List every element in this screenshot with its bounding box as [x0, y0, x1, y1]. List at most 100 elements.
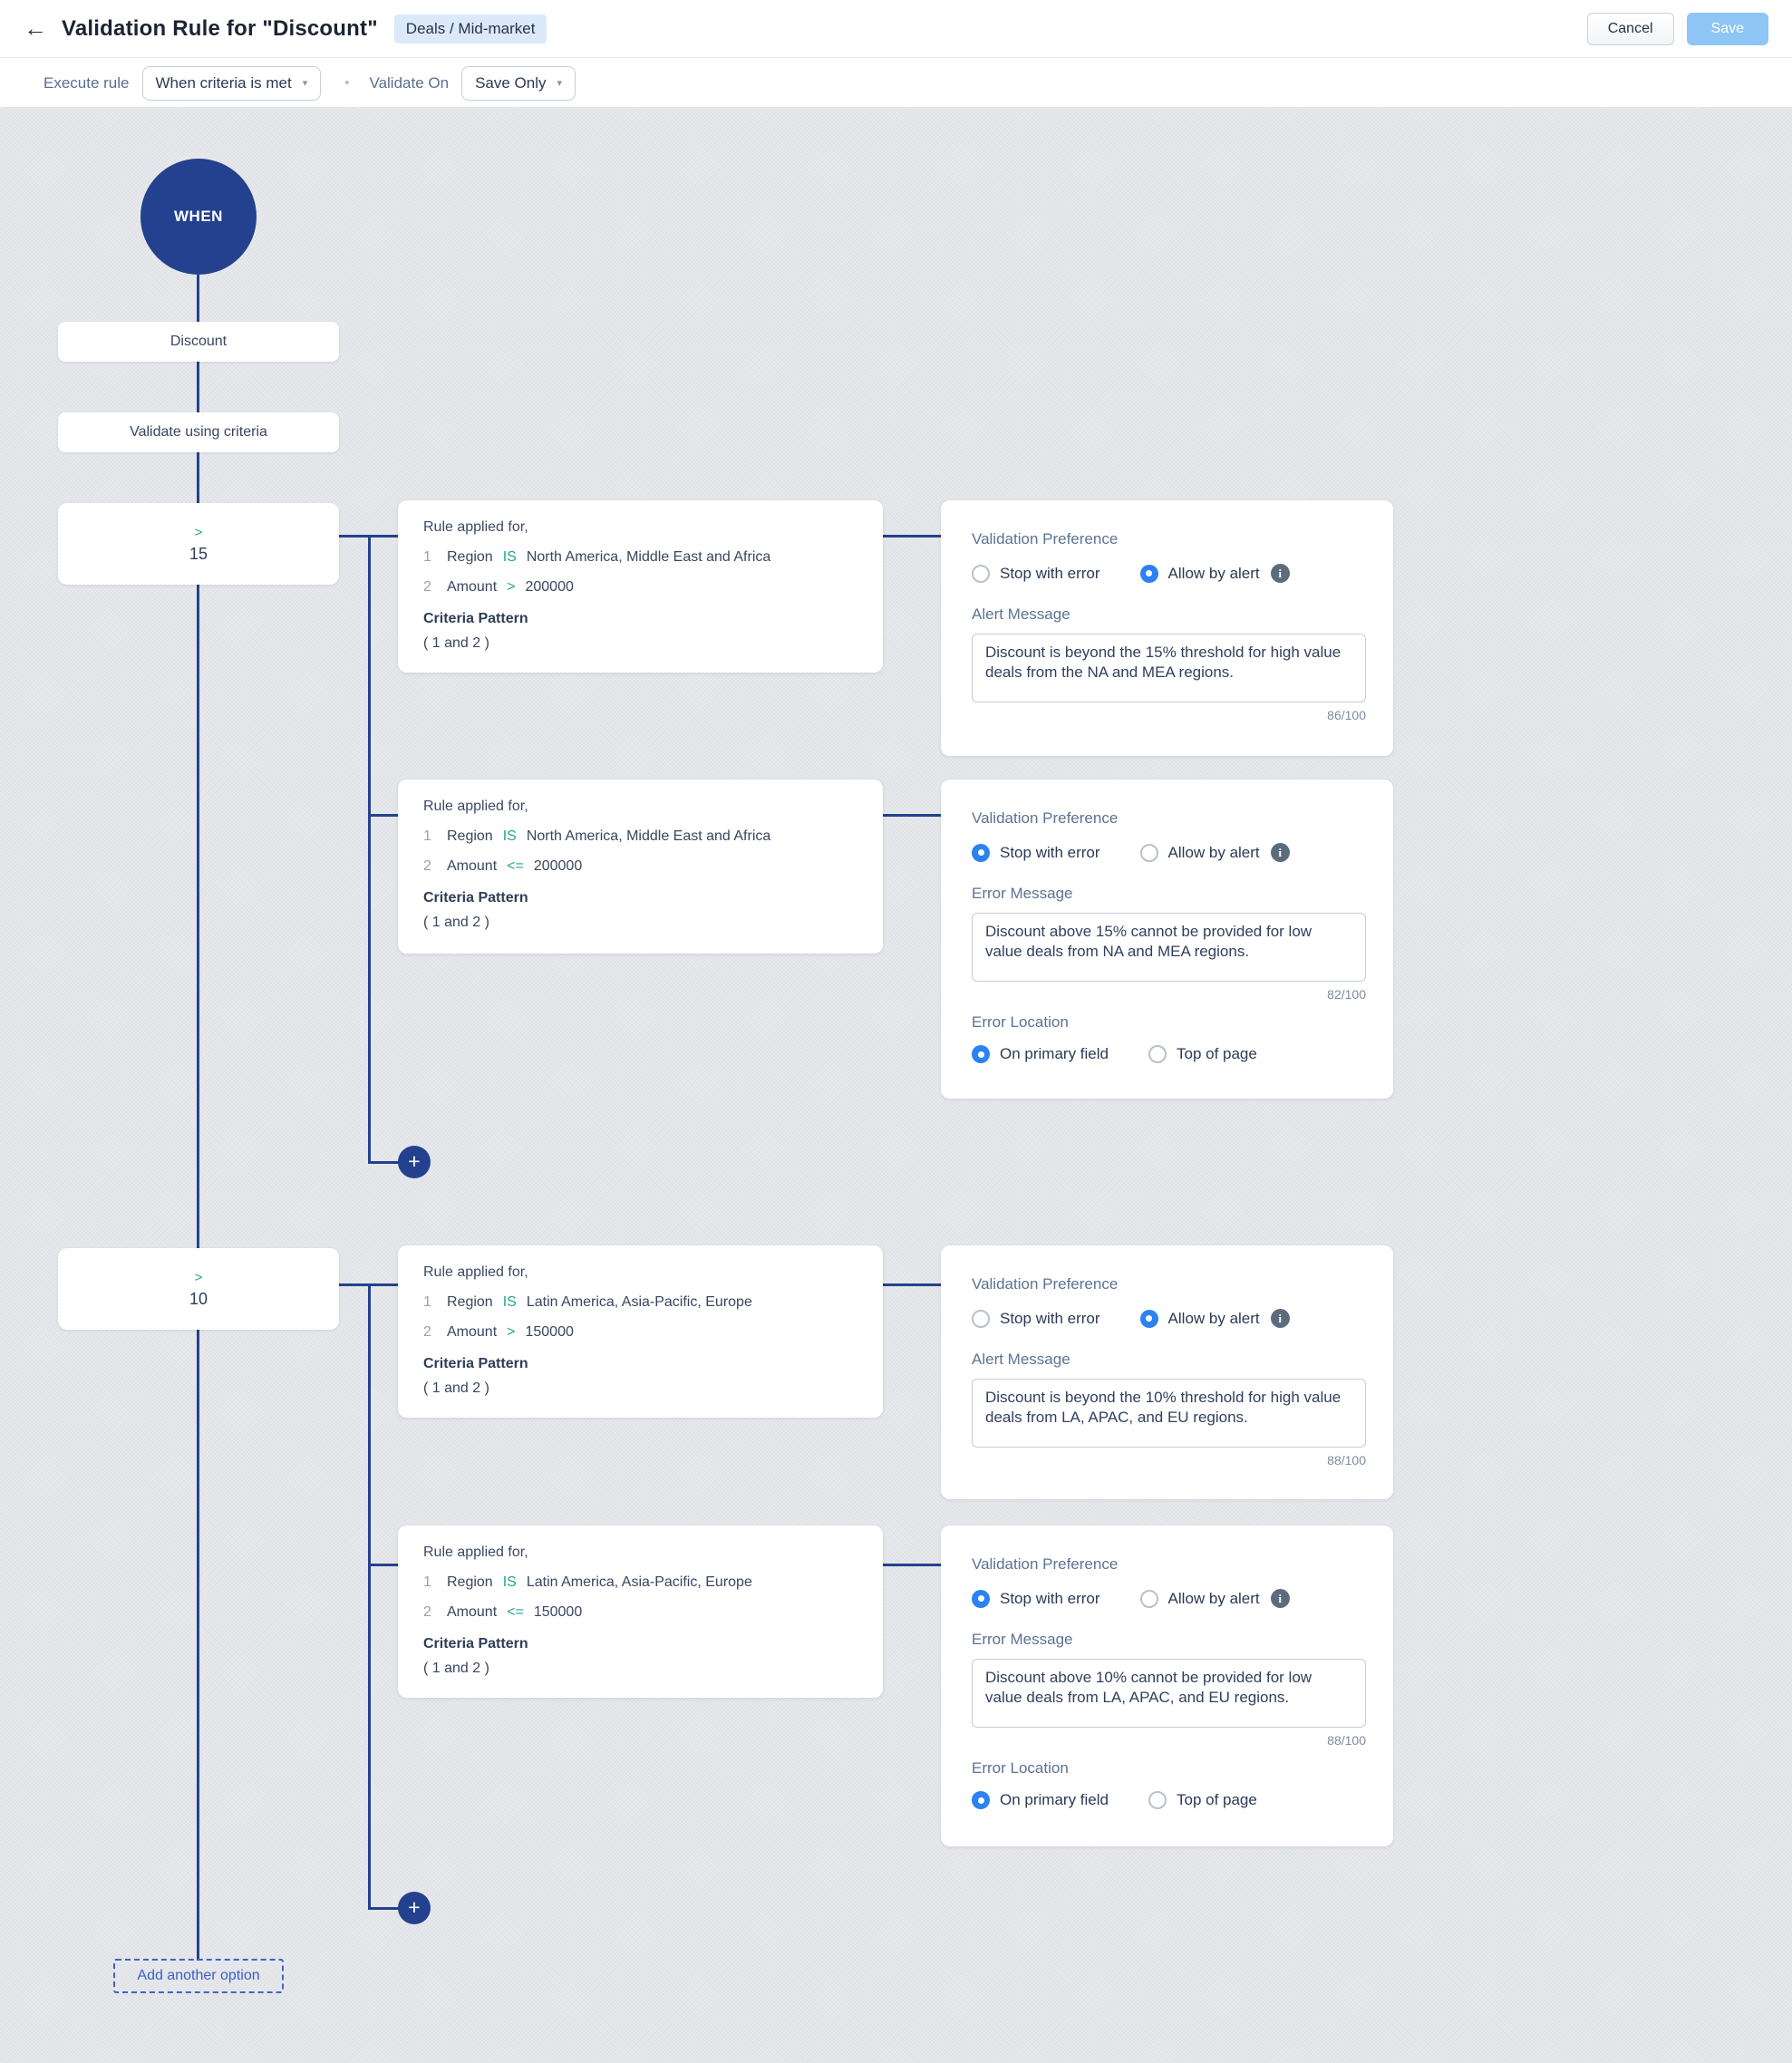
- stop-with-error-radio[interactable]: [972, 843, 990, 862]
- when-node[interactable]: WHEN: [140, 159, 257, 275]
- allow-by-alert-label: Allow by alert: [1167, 1589, 1260, 1607]
- stop-with-error-label: Stop with error: [1000, 843, 1100, 861]
- criteria-field: Region: [447, 1574, 493, 1590]
- chevron-down-icon: ▾: [557, 78, 563, 89]
- char-counter: 86/100: [1327, 708, 1366, 722]
- criteria-index: 1: [423, 549, 431, 565]
- validation-preference-label: Validation Preference: [972, 809, 1119, 827]
- top-of-page-radio[interactable]: [1148, 1791, 1167, 1809]
- alert-message-label: Alert Message: [972, 1351, 1070, 1368]
- stop-with-error-radio[interactable]: [972, 1589, 990, 1608]
- criteria-row: 1 Region IS North America, Middle East a…: [423, 828, 861, 845]
- validation-preference-label: Validation Preference: [972, 1555, 1119, 1573]
- error-message-label: Error Message: [972, 885, 1073, 902]
- on-primary-field-radio[interactable]: [972, 1045, 990, 1063]
- rule-card-2[interactable]: Rule applied for, 1 Region IS North Amer…: [398, 780, 883, 954]
- char-counter: 88/100: [1327, 1453, 1366, 1467]
- error-location-radio-row: On primary field Top of page: [972, 1045, 1366, 1063]
- info-icon[interactable]: i: [1270, 564, 1290, 583]
- criteria-index: 2: [423, 858, 431, 874]
- cancel-button[interactable]: Cancel: [1586, 12, 1674, 45]
- criteria-operator: IS: [502, 828, 517, 844]
- criteria-operator: <=: [507, 1604, 524, 1620]
- validation-preference-label: Validation Preference: [972, 1275, 1119, 1293]
- criteria-operator: >: [507, 579, 516, 595]
- allow-by-alert-radio[interactable]: [1139, 843, 1158, 862]
- separator-dot: •: [344, 75, 350, 91]
- connector-line: [883, 814, 941, 817]
- save-button[interactable]: Save: [1686, 12, 1768, 45]
- on-primary-field-label: On primary field: [1000, 1045, 1109, 1062]
- branch-line: [368, 1283, 371, 1910]
- execute-rule-select[interactable]: When criteria is met ▾: [141, 65, 322, 101]
- criteria-field: Amount: [447, 1604, 498, 1620]
- condition-operator: >: [194, 1270, 203, 1285]
- validate-on-label: Validate On: [369, 73, 450, 92]
- criteria-row: 2 Amount > 150000: [423, 1324, 861, 1341]
- allow-by-alert-radio[interactable]: [1139, 1309, 1158, 1328]
- rule-card-4[interactable]: Rule applied for, 1 Region IS Latin Amer…: [398, 1525, 883, 1698]
- alert-message-textarea[interactable]: Discount is beyond the 10% threshold for…: [972, 1379, 1366, 1448]
- validate-on-value: Save Only: [475, 73, 547, 92]
- execute-rule-label: Execute rule: [44, 73, 130, 92]
- allow-by-alert-radio[interactable]: [1139, 564, 1158, 583]
- rule-title: Rule applied for,: [423, 1545, 528, 1560]
- preference-radio-row: Stop with error Allow by alert i: [972, 564, 1366, 583]
- criteria-value: 200000: [533, 858, 583, 874]
- rule-card-3[interactable]: Rule applied for, 1 Region IS Latin Amer…: [398, 1245, 883, 1418]
- criteria-value: 150000: [533, 1604, 583, 1620]
- add-rule-button[interactable]: +: [398, 1146, 431, 1178]
- error-message-textarea[interactable]: Discount above 15% cannot be provided fo…: [972, 913, 1366, 982]
- criteria-field: Amount: [447, 1324, 498, 1340]
- info-icon[interactable]: i: [1270, 843, 1290, 862]
- char-counter: 82/100: [1327, 987, 1366, 1002]
- criteria-value: Latin America, Asia-Pacific, Europe: [526, 1574, 752, 1590]
- allow-by-alert-label: Allow by alert: [1167, 1309, 1260, 1327]
- validate-on-select[interactable]: Save Only ▾: [461, 65, 576, 101]
- info-icon[interactable]: i: [1270, 1309, 1290, 1328]
- criteria-row: 1 Region IS Latin America, Asia-Pacific,…: [423, 1294, 861, 1311]
- stop-with-error-radio[interactable]: [972, 1309, 990, 1328]
- info-icon[interactable]: i: [1270, 1589, 1290, 1608]
- error-message-textarea[interactable]: Discount above 10% cannot be provided fo…: [972, 1659, 1366, 1728]
- back-arrow-icon[interactable]: ←: [24, 14, 47, 42]
- criteria-pattern-label: Criteria Pattern: [423, 1356, 528, 1371]
- error-message-label: Error Message: [972, 1631, 1073, 1648]
- criteria-operator: >: [507, 1324, 516, 1340]
- rule-title: Rule applied for,: [423, 799, 528, 814]
- preference-radio-row: Stop with error Allow by alert i: [972, 1309, 1366, 1328]
- page-title: Validation Rule for "Discount": [62, 15, 378, 41]
- criteria-field: Amount: [447, 579, 498, 595]
- stop-with-error-radio[interactable]: [972, 564, 990, 583]
- add-another-option-button[interactable]: Add another option: [113, 1959, 284, 1993]
- alert-message-textarea[interactable]: Discount is beyond the 15% threshold for…: [972, 634, 1366, 702]
- top-of-page-radio[interactable]: [1148, 1045, 1167, 1063]
- rule-card-1[interactable]: Rule applied for, 1 Region IS North Amer…: [398, 500, 883, 673]
- field-node-discount[interactable]: Discount: [58, 322, 339, 362]
- connector-line: [368, 1161, 401, 1164]
- add-rule-button[interactable]: +: [398, 1892, 431, 1924]
- criteria-pattern-value: ( 1 and 2 ): [423, 1661, 489, 1676]
- connector-line: [883, 535, 941, 538]
- criteria-field: Region: [447, 549, 493, 565]
- condition-node-1[interactable]: > 15: [58, 503, 339, 585]
- rule-title: Rule applied for,: [423, 519, 528, 535]
- on-primary-field-label: On primary field: [1000, 1791, 1109, 1808]
- top-of-page-label: Top of page: [1176, 1791, 1257, 1808]
- condition-operator: >: [194, 525, 203, 540]
- criteria-pattern-label: Criteria Pattern: [423, 611, 528, 626]
- condition-node-2[interactable]: > 10: [58, 1248, 339, 1330]
- allow-by-alert-radio[interactable]: [1139, 1589, 1158, 1608]
- condition-value: 10: [189, 1290, 208, 1308]
- criteria-index: 2: [423, 579, 431, 595]
- criteria-value: Latin America, Asia-Pacific, Europe: [526, 1294, 752, 1310]
- validation-preference-card-1: Validation Preference Stop with error Al…: [941, 500, 1393, 756]
- criteria-field: Amount: [447, 858, 498, 874]
- criteria-pattern-label: Criteria Pattern: [423, 890, 528, 906]
- branch-line: [368, 535, 371, 1164]
- connector-line: [368, 1907, 401, 1910]
- criteria-row: 2 Amount <= 200000: [423, 858, 861, 875]
- validate-criteria-node[interactable]: Validate using criteria: [58, 412, 339, 452]
- on-primary-field-radio[interactable]: [972, 1791, 990, 1809]
